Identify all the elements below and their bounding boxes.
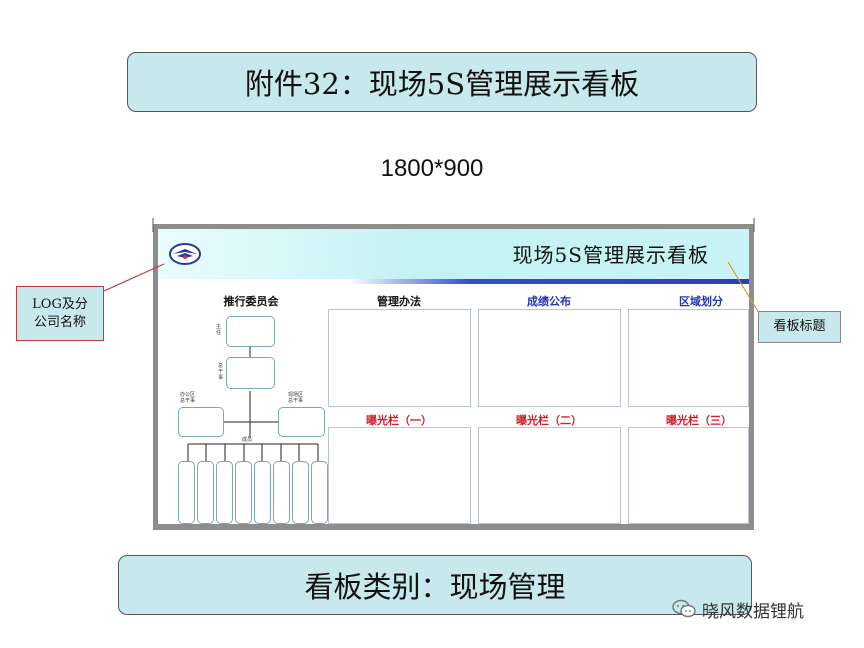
column-heading-management: 管理办法 — [377, 295, 421, 308]
members-label: 成员 — [242, 437, 253, 443]
committee-heading: 推行委员会 — [223, 295, 279, 308]
board-title: 现场5S管理展示看板 — [512, 243, 709, 267]
org-box-member — [178, 461, 195, 524]
panel-exposure-2 — [478, 427, 621, 524]
org-box-member — [197, 461, 214, 524]
org-box-member — [216, 461, 233, 524]
board-size-label: 1800*900 — [380, 155, 484, 182]
org-box-deputy — [226, 357, 275, 389]
org-box-member — [292, 461, 309, 524]
org-box-chairman — [226, 316, 275, 347]
board-header-stripe — [349, 279, 749, 284]
watermark-text: 晓风数据锂航 — [702, 601, 804, 622]
page-title: 附件32：现场5S管理展示看板 — [127, 52, 757, 112]
board-mockup: 现场5S管理展示看板 推行委员会 主 任 总 干 事 办公区 总干事 现场区 总… — [153, 224, 754, 530]
org-box-member — [311, 461, 328, 524]
callout-logo-company: LOG及分 公司名称 — [16, 286, 104, 341]
left-group-label: 办公区 总干事 — [180, 392, 196, 404]
panel-results — [478, 309, 621, 407]
right-group-label: 现场区 总干事 — [288, 392, 304, 404]
chairman-label: 主 任 — [216, 324, 222, 336]
org-box-member — [235, 461, 252, 524]
board-header: 现场5S管理展示看板 — [158, 229, 749, 279]
deputy-label: 总 干 事 — [218, 363, 224, 381]
watermark: 晓风数据锂航 — [672, 596, 804, 622]
exposure-heading-2: 曝光栏（二） — [516, 414, 582, 427]
exposure-heading-1: 曝光栏（一） — [366, 414, 432, 427]
panel-exposure-1 — [328, 427, 471, 524]
panel-management — [328, 309, 471, 407]
org-box-member — [273, 461, 290, 524]
column-heading-results: 成绩公布 — [527, 295, 571, 308]
callout-board-title: 看板标题 — [758, 311, 841, 343]
exposure-heading-3: 曝光栏（三） — [666, 414, 732, 427]
panel-exposure-3 — [628, 427, 749, 524]
column-heading-areas: 区域划分 — [679, 295, 723, 308]
panel-areas — [628, 309, 749, 407]
board-category: 看板类别：现场管理 — [118, 555, 752, 615]
org-box-member — [254, 461, 271, 524]
wechat-icon — [672, 599, 696, 618]
org-box-site — [278, 407, 325, 437]
wing-emblem-icon — [169, 243, 201, 265]
org-box-office — [178, 407, 224, 437]
